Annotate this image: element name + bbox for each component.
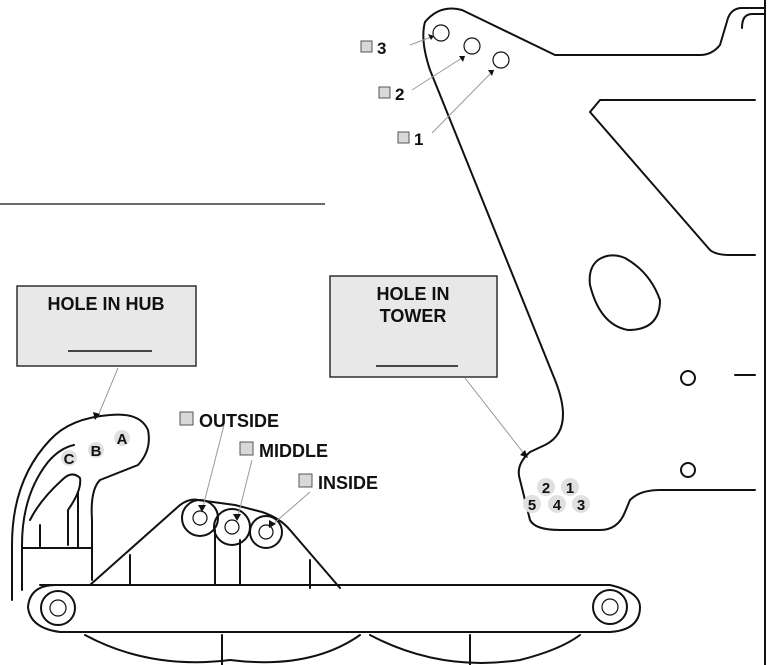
option-inside[interactable]: INSIDE [298,473,378,493]
tower-plain-hole [680,462,696,478]
tower-hole-3: 3 [577,497,585,514]
tower-hole-1: 1 [566,480,574,497]
option-upper-3[interactable]: 3 [360,39,386,58]
hub-hole-A: A [117,431,128,448]
hole-in-tower-title-1: HOLE IN [376,284,449,304]
tower-plain-hole [680,370,696,386]
upper-mount-holes [409,24,510,134]
option-middle-label: MIDDLE [259,441,328,461]
option-outside-label: OUTSIDE [199,411,279,431]
option-upper-1[interactable]: 1 [397,130,423,149]
hole-in-tower-box[interactable]: HOLE IN TOWER [329,275,498,378]
hub-upright: C B A [11,413,150,601]
hole-in-hub-box[interactable]: HOLE IN HUB [16,285,197,367]
option-middle[interactable]: MIDDLE [239,441,328,461]
tower-hole-4: 4 [553,497,562,514]
hole-in-tower-title-2: TOWER [380,306,447,326]
lower-arm [27,498,641,665]
option-inside-label: INSIDE [318,473,378,493]
option-upper-2[interactable]: 2 [378,85,404,104]
option-upper-1-label: 1 [414,130,423,149]
option-upper-2-label: 2 [395,85,404,104]
option-outside[interactable]: OUTSIDE [179,411,279,431]
tower-hole-2: 2 [542,480,550,497]
tower-hole-5: 5 [528,497,536,514]
hole-in-hub-title: HOLE IN HUB [48,294,165,314]
hub-hole-B: B [91,443,102,460]
option-upper-3-label: 3 [377,39,386,58]
hub-hole-C: C [64,451,75,468]
tower-hole-numbers: 2 1 5 4 3 [523,478,590,514]
